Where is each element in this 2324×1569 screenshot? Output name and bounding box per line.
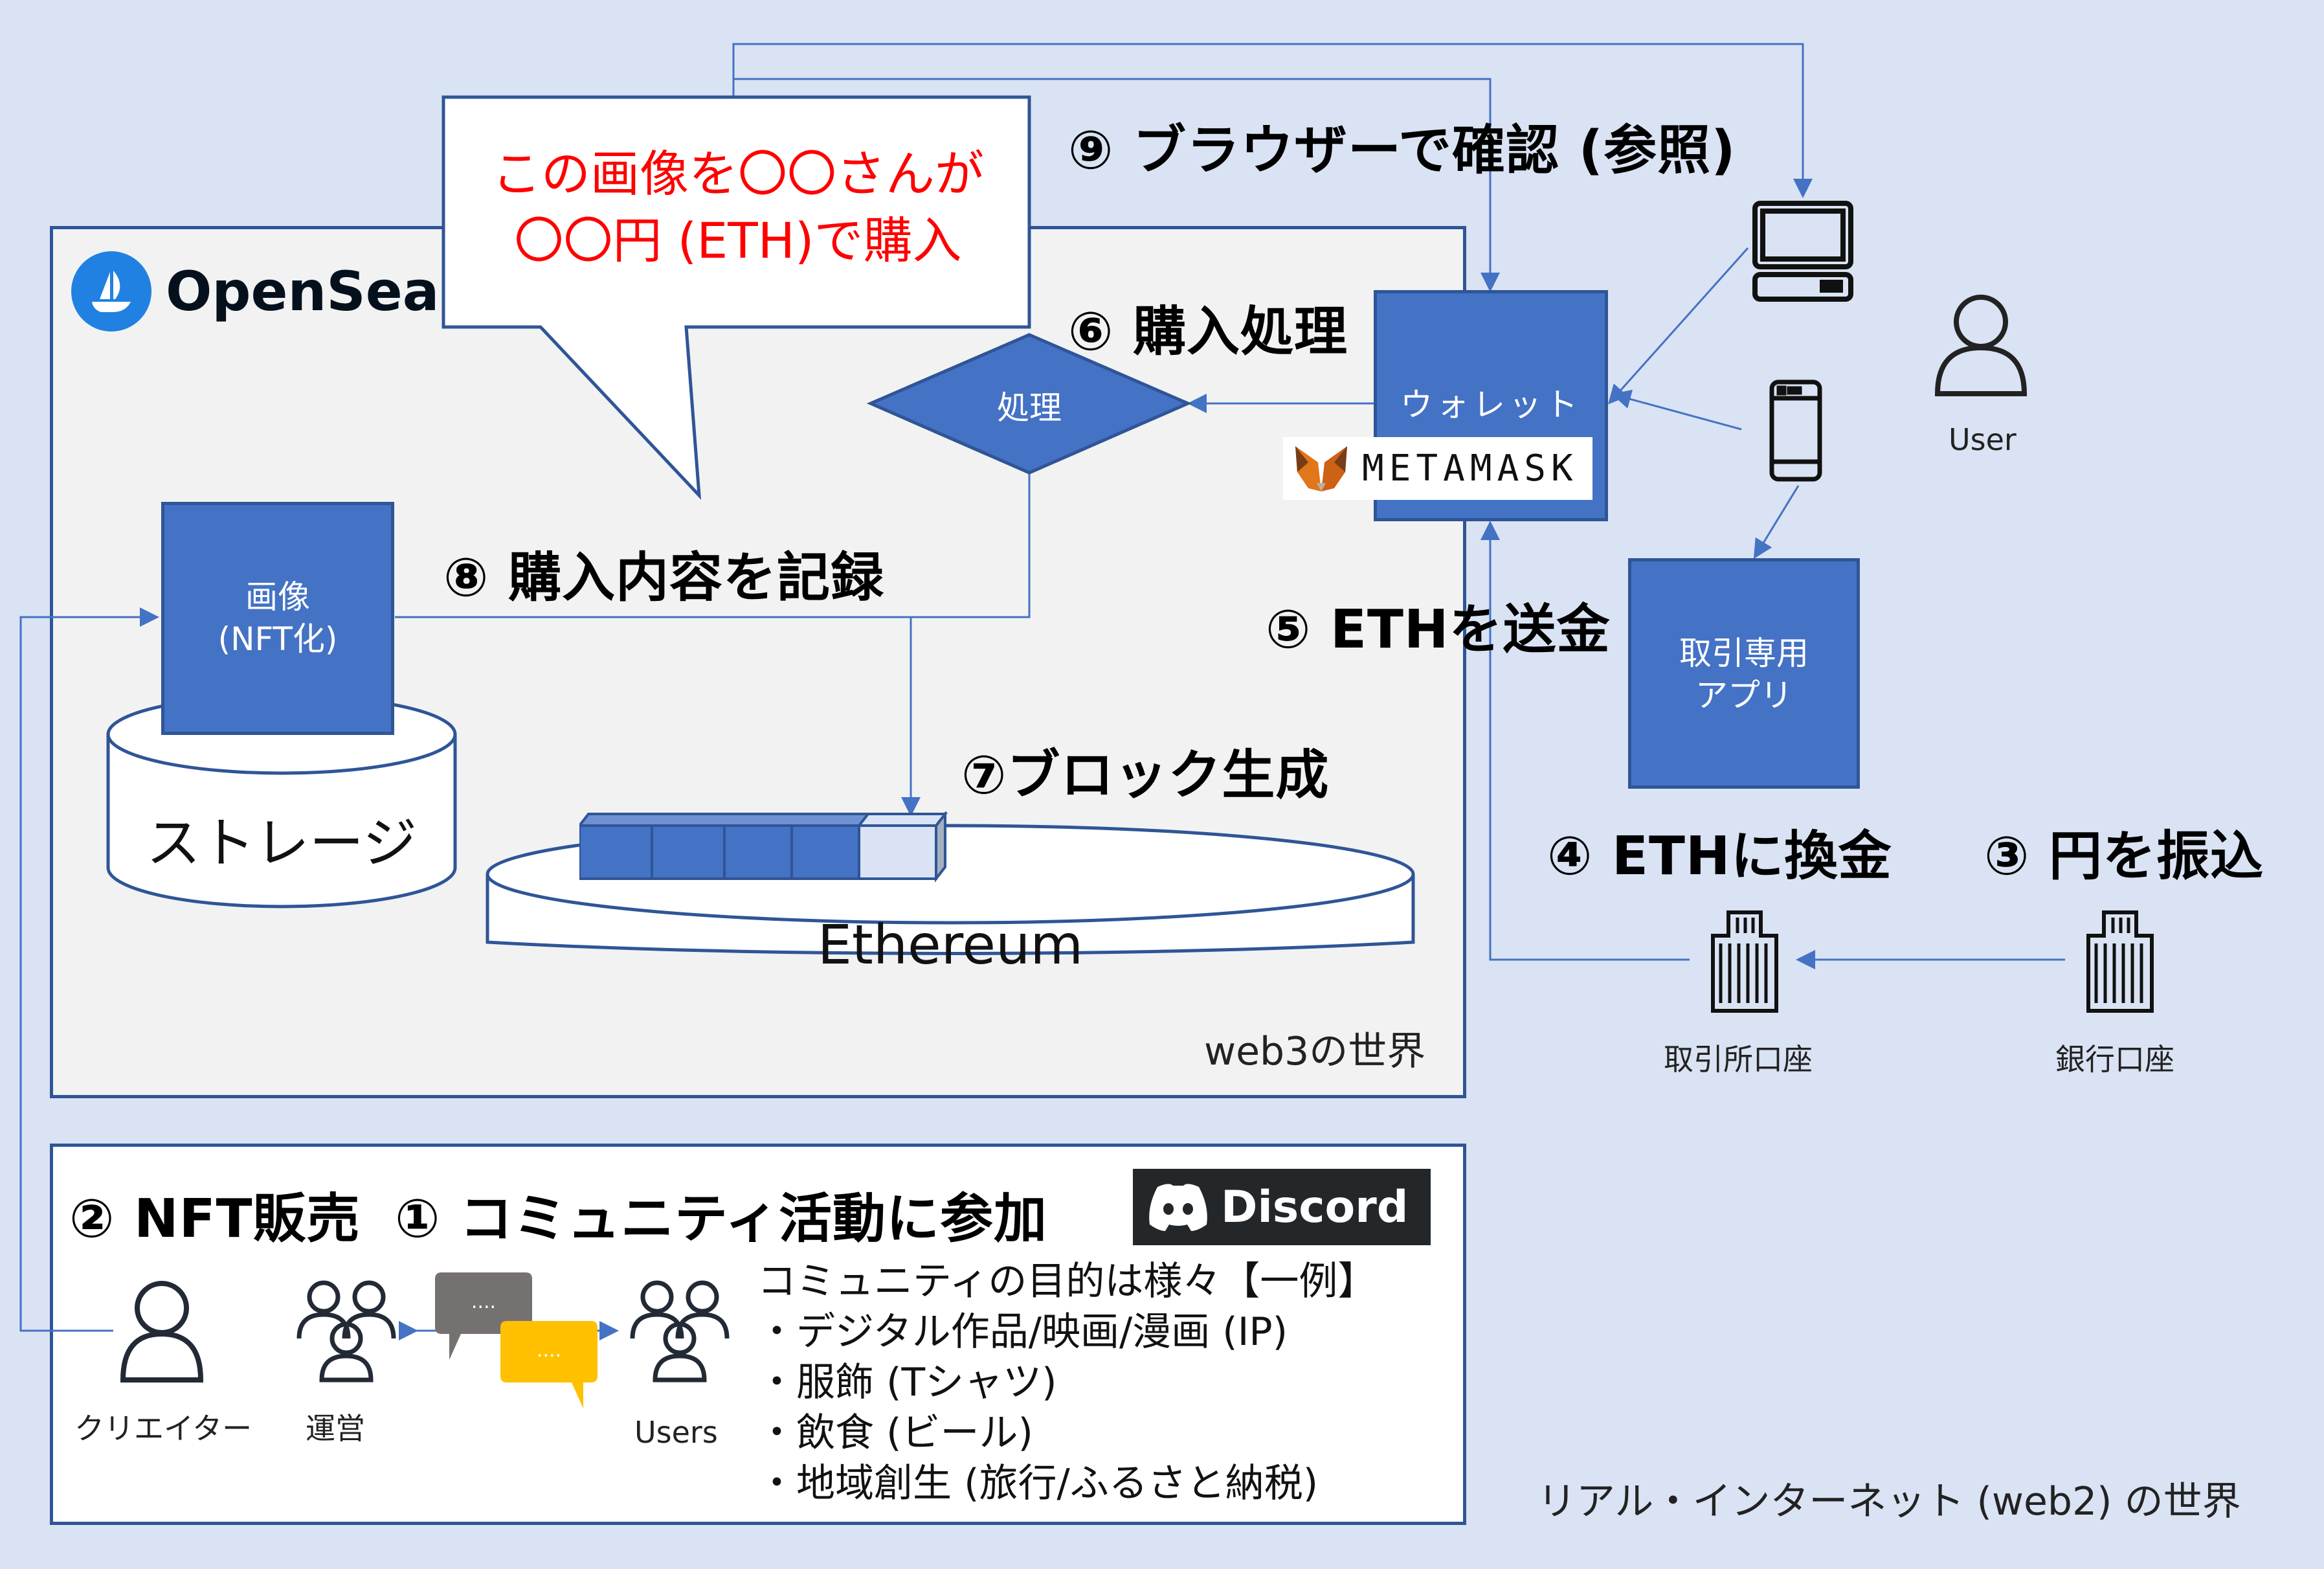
chat-dots-yellow: .... bbox=[537, 1339, 561, 1362]
nft-image-box[interactable]: 画像 (NFT化) bbox=[161, 502, 394, 735]
user-label: User bbox=[1949, 422, 2017, 457]
wallet-label: ウォレット bbox=[1400, 386, 1581, 423]
web2-world-label: リアル・インターネット (web2) の世界 bbox=[1537, 1479, 2241, 1524]
step-2-label: ② NFT販売 bbox=[69, 1188, 361, 1250]
block-3 bbox=[723, 824, 793, 880]
opensea-ship-icon bbox=[71, 251, 151, 332]
process-label: 処理 bbox=[997, 389, 1062, 427]
step-6-label: ⑥ 購入処理 bbox=[1068, 301, 1348, 363]
purpose-list: コミュニティの目的は様々【一例】 ・デジタル作品/映画/漫画 (IP) ・服飾 … bbox=[757, 1256, 1376, 1509]
callout-line-2: 〇〇円 (ETH)で購入 bbox=[514, 211, 962, 269]
discord-logo: Discord bbox=[1133, 1169, 1431, 1245]
blockchain-blocks bbox=[576, 810, 948, 886]
bank-building-icon bbox=[2084, 910, 2156, 1016]
line-pc-to-wallet bbox=[1607, 247, 1749, 405]
purpose-item: ・デジタル作品/映画/漫画 (IP) bbox=[757, 1309, 1288, 1355]
step-9-label: ⑨ ブラウザーで確認 (参照) bbox=[1068, 120, 1736, 181]
purpose-item: ・服飾 (Tシャツ) bbox=[757, 1360, 1057, 1405]
metamask-wordmark: METAMASK bbox=[1362, 447, 1578, 490]
bank-account-label: 銀行口座 bbox=[2055, 1042, 2174, 1077]
user-icon bbox=[1932, 293, 2029, 399]
exchange-app-label-1: 取引専用 bbox=[1679, 635, 1809, 672]
nft-image-label-1: 画像 bbox=[245, 578, 310, 616]
discord-icon bbox=[1149, 1184, 1207, 1231]
web3-world-label: web3の世界 bbox=[1204, 1029, 1426, 1074]
callout-text: この画像を〇〇さんが 〇〇円 (ETH)で購入 bbox=[453, 141, 1023, 274]
exchange-app-label-2: アプリ bbox=[1695, 677, 1793, 714]
users-label: Users bbox=[634, 1415, 718, 1450]
chat-bubble-gray-icon: .... bbox=[435, 1272, 532, 1362]
operator-label: 運営 bbox=[306, 1411, 365, 1446]
metamask-logo: METAMASK bbox=[1283, 437, 1592, 500]
operator-group-icon bbox=[291, 1279, 401, 1385]
exchange-building-icon bbox=[1709, 910, 1780, 1016]
opensea-logo: OpenSea bbox=[71, 251, 439, 332]
step-1-label: ① コミュニティ活動に参加 bbox=[395, 1188, 1048, 1250]
pc-icon[interactable] bbox=[1751, 199, 1855, 306]
storage-label: ストレージ bbox=[146, 811, 418, 875]
purpose-item: ・飲食 (ビール) bbox=[757, 1410, 1033, 1456]
discord-wordmark: Discord bbox=[1221, 1181, 1409, 1233]
purpose-title: コミュニティの目的は様々【一例】 bbox=[757, 1259, 1377, 1304]
metamask-fox-icon bbox=[1295, 446, 1347, 491]
exchange-account-label: 取引所口座 bbox=[1664, 1042, 1813, 1077]
step-5-label: ⑤ ETHを送金 bbox=[1266, 599, 1611, 660]
block-new bbox=[858, 824, 937, 880]
exchange-app-box[interactable]: 取引専用 アプリ bbox=[1628, 558, 1860, 789]
block-4 bbox=[790, 824, 860, 880]
chat-bubble-yellow-icon: .... bbox=[500, 1321, 598, 1411]
callout-line-1: この画像を〇〇さんが bbox=[492, 145, 984, 203]
step-3-label: ③ 円を振込 bbox=[1984, 826, 2264, 887]
ethereum-label: Ethereum bbox=[817, 913, 1084, 976]
creator-label: クリエイター bbox=[74, 1411, 252, 1446]
block-1 bbox=[578, 824, 653, 880]
line-phone-to-app bbox=[1753, 485, 1800, 559]
step-8-label: ⑧ 購入内容を記録 bbox=[443, 547, 884, 609]
block-2 bbox=[651, 824, 726, 880]
step-7-label: ⑦ブロック生成 bbox=[961, 745, 1330, 806]
users-group-icon bbox=[625, 1279, 735, 1385]
line-phone-to-wallet bbox=[1611, 389, 1742, 431]
purpose-item: ・地域創生 (旅行/ふるさと納税) bbox=[757, 1461, 1319, 1506]
creator-icon bbox=[113, 1279, 210, 1385]
step-4-label: ④ ETHに換金 bbox=[1547, 826, 1892, 887]
nft-image-label-2: (NFT化) bbox=[218, 620, 338, 658]
smartphone-icon[interactable] bbox=[1769, 379, 1823, 485]
opensea-wordmark: OpenSea bbox=[166, 260, 440, 323]
chat-dots-gray: .... bbox=[471, 1291, 496, 1313]
